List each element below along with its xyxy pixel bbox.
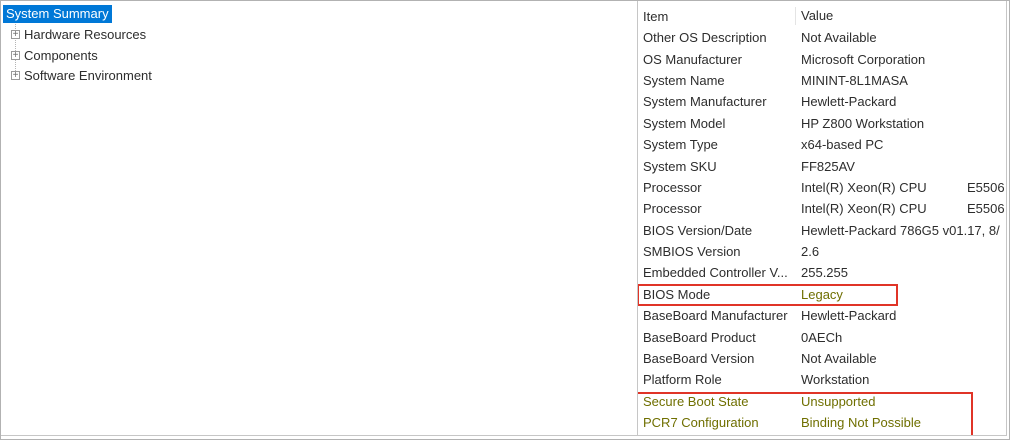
item-cell: System Model bbox=[643, 115, 726, 131]
item-cell: Processor bbox=[643, 179, 702, 195]
tree-guide-line bbox=[15, 24, 16, 77]
table-row[interactable]: BIOS Mode Legacy bbox=[638, 283, 1006, 306]
value-cell: 2.6 bbox=[801, 244, 820, 260]
value-cell: 0AECh bbox=[801, 329, 843, 345]
column-header-item[interactable]: Item bbox=[643, 8, 669, 24]
table-row[interactable]: Platform Role Workstation bbox=[638, 369, 1006, 390]
value-cell: Not Available bbox=[801, 351, 877, 367]
tree-item-software-environment[interactable]: + Software Environment bbox=[1, 66, 637, 87]
value-cell: 255.255 bbox=[801, 265, 848, 281]
value-cell: Microsoft Corporation bbox=[801, 51, 926, 67]
item-cell: Embedded Controller V... bbox=[643, 265, 788, 281]
table-row[interactable]: Secure Boot State Unsupported bbox=[638, 391, 1006, 435]
item-cell: Other OS Description bbox=[643, 30, 767, 46]
list-header: Item Value bbox=[638, 5, 1006, 27]
item-cell: BaseBoard Manufacturer bbox=[643, 308, 788, 324]
item-cell: System SKU bbox=[643, 158, 717, 174]
table-row[interactable]: System SKU FF825AV bbox=[638, 155, 1006, 176]
item-cell: BaseBoard Product bbox=[643, 329, 756, 345]
table-row[interactable]: Processor Intel(R) Xeon(R) CPU E5506 bbox=[638, 177, 1006, 198]
tree-item-system-summary[interactable]: System Summary bbox=[1, 4, 637, 25]
value-cell: Intel(R) Xeon(R) CPU bbox=[801, 201, 927, 217]
item-cell: Secure Boot State bbox=[643, 393, 749, 409]
table-row[interactable]: BaseBoard Manufacturer Hewlett-Packard bbox=[638, 305, 1006, 326]
item-cell: Processor bbox=[643, 201, 702, 217]
value-cell: FF825AV bbox=[801, 158, 855, 174]
tree-item-label[interactable]: System Summary bbox=[3, 5, 112, 24]
table-row[interactable]: BIOS Version/Date Hewlett-Packard 786G5 v… bbox=[638, 220, 1006, 241]
value-cell: MININT-8L1MASA bbox=[801, 72, 908, 88]
tree-item-label[interactable]: Software Environment bbox=[24, 68, 152, 84]
value-cell: x64-based PC bbox=[801, 137, 884, 153]
item-cell: System Name bbox=[643, 72, 725, 88]
value-cell-extra: E5506 bbox=[967, 179, 1005, 195]
value-cell: Binding Not Possible bbox=[801, 415, 921, 431]
item-cell: System Type bbox=[643, 137, 718, 153]
column-header-value[interactable]: Value bbox=[795, 7, 1006, 25]
value-cell: HP Z800 Workstation bbox=[801, 115, 925, 131]
table-row[interactable]: OS Manufacturer Microsoft Corporation bbox=[638, 48, 1006, 69]
value-cell: Workstation bbox=[801, 372, 870, 388]
table-row[interactable]: SMBIOS Version 2.6 bbox=[638, 241, 1006, 262]
table-row[interactable]: Processor Intel(R) Xeon(R) CPU E5506 bbox=[638, 198, 1006, 219]
expand-plus-icon[interactable]: + bbox=[11, 49, 20, 61]
table-row[interactable]: Other OS Description Not Available bbox=[638, 27, 1006, 48]
table-row[interactable]: System Type x64-based PC bbox=[638, 134, 1006, 155]
item-cell: PCR7 Configuration bbox=[643, 415, 759, 431]
value-cell: Hewlett-Packard bbox=[801, 94, 897, 110]
tree-item-hardware-resources[interactable]: + Hardware Resources bbox=[1, 25, 637, 46]
item-cell: Platform Role bbox=[643, 372, 722, 388]
item-cell: BaseBoard Version bbox=[643, 351, 755, 367]
value-cell: Hewlett-Packard 786G5 v01.17, 8/ bbox=[801, 222, 1000, 238]
value-cell: Legacy bbox=[801, 286, 843, 302]
category-tree-pane: System Summary + Hardware Resources + Co… bbox=[1, 1, 638, 435]
item-cell: SMBIOS Version bbox=[643, 244, 741, 260]
value-cell: Not Available bbox=[801, 30, 877, 46]
item-cell: BIOS Mode bbox=[643, 286, 711, 302]
table-row[interactable]: BaseBoard Product 0AECh bbox=[638, 326, 1006, 347]
expand-plus-icon[interactable]: + bbox=[11, 29, 20, 41]
item-cell: OS Manufacturer bbox=[643, 51, 742, 67]
value-cell: Unsupported bbox=[801, 393, 876, 409]
value-cell-extra: E5506 bbox=[967, 201, 1005, 217]
table-row[interactable]: PCR7 Configuration Binding Not Possible bbox=[638, 412, 1006, 433]
tree-item-components[interactable]: + Components bbox=[1, 45, 637, 66]
tree-item-label[interactable]: Hardware Resources bbox=[24, 27, 147, 43]
tree-item-label[interactable]: Components bbox=[24, 47, 98, 63]
value-cell: Hewlett-Packard bbox=[801, 308, 897, 324]
table-row[interactable]: System Name MININT-8L1MASA bbox=[638, 70, 1006, 91]
item-cell: System Manufacturer bbox=[643, 94, 767, 110]
table-row[interactable]: System Manufacturer Hewlett-Packard bbox=[638, 91, 1006, 112]
table-row[interactable]: System Model HP Z800 Workstation bbox=[638, 113, 1006, 134]
expand-plus-icon[interactable]: + bbox=[11, 70, 20, 82]
table-row[interactable]: Embedded Controller V... 255.255 bbox=[638, 262, 1006, 283]
item-cell: BIOS Version/Date bbox=[643, 222, 753, 238]
value-cell: Intel(R) Xeon(R) CPU bbox=[801, 179, 927, 195]
table-row[interactable]: BaseBoard Version Not Available bbox=[638, 348, 1006, 369]
